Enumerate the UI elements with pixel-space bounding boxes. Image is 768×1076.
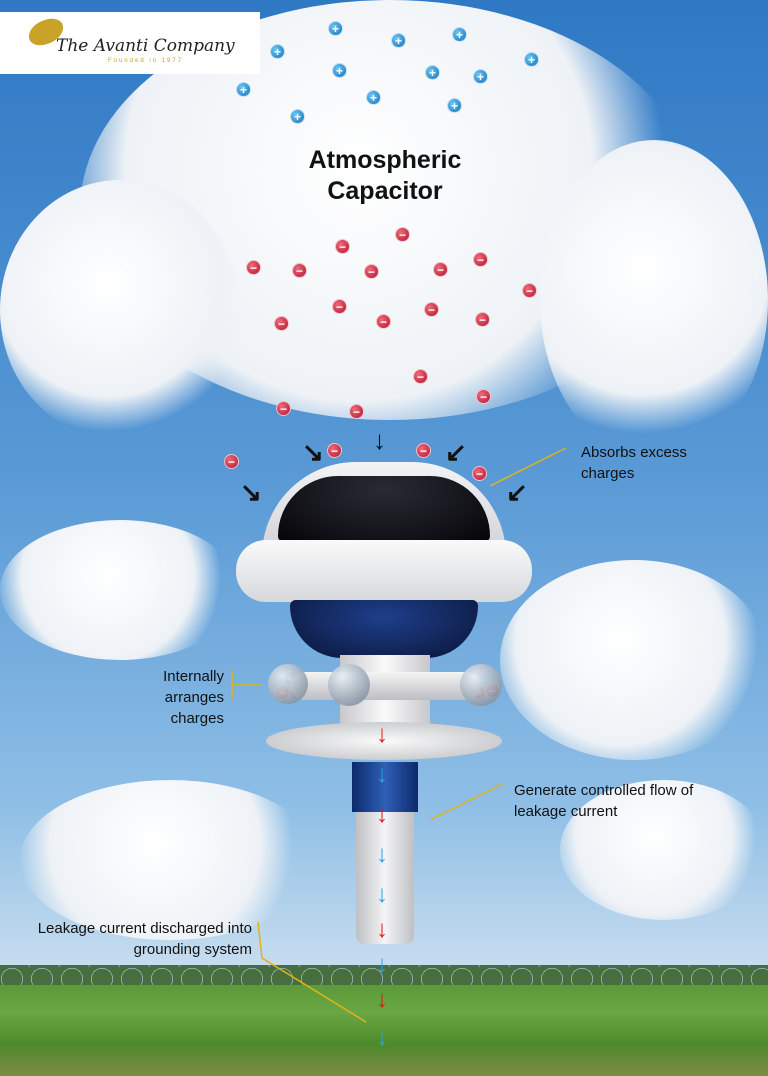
negative-charge-icon: − — [274, 316, 289, 331]
device-ring — [236, 540, 532, 602]
positive-charge-icon: + — [425, 65, 440, 80]
cloud — [0, 520, 240, 660]
leader-line-discharge — [257, 921, 367, 1023]
cloud — [500, 560, 768, 760]
device-blue-band — [352, 762, 418, 812]
label-generate: Generate controlled flow of leakage curr… — [514, 782, 694, 820]
negative-charge-icon: − — [413, 369, 428, 384]
positive-charge-icon: + — [366, 90, 381, 105]
inflow-arrow-icon: ↙ — [506, 477, 528, 507]
red-current-arrow-icon: ↓ — [376, 986, 388, 1013]
positive-charge-icon: + — [290, 109, 305, 124]
negative-charge-icon: − — [349, 404, 364, 419]
negative-charge-icon: − — [475, 312, 490, 327]
negative-charge-icon: − — [276, 401, 291, 416]
diagram-title: Atmospheric Capacitor — [308, 146, 462, 205]
device-arm — [290, 672, 480, 700]
label-discharge: Leakage current discharged into groundin… — [37, 920, 252, 958]
blue-current-arrow-icon: ↓ — [376, 951, 388, 978]
inflow-arrow-icon: ↘ — [240, 477, 262, 507]
cloud — [540, 140, 768, 460]
label-arranges: Internally arranges charges — [163, 668, 224, 727]
negative-charge-icon: − — [364, 264, 379, 279]
red-current-arrow-icon: ↓ — [376, 801, 388, 828]
device-lower-window — [290, 600, 478, 658]
positive-charge-icon: + — [236, 82, 251, 97]
negative-charge-icon: − — [473, 252, 488, 267]
positive-charge-icon: + — [524, 52, 539, 67]
negative-charge-icon: − — [433, 262, 448, 277]
company-logo: The Avanti Company Founded in 1977 — [0, 12, 260, 74]
negative-charge-icon: − — [472, 466, 487, 481]
cloud — [20, 780, 320, 940]
negative-charge-icon: − — [376, 314, 391, 329]
label-absorbs: Absorbs excess charges — [581, 444, 687, 482]
device-shaft — [356, 812, 414, 944]
negative-charge-icon: − — [395, 227, 410, 242]
charge-sphere-left — [268, 664, 308, 704]
positive-charge-icon: + — [270, 44, 285, 59]
positive-charge-icon: + — [452, 27, 467, 42]
inflow-arrow-icon: ↘ — [302, 437, 324, 467]
inflow-arrow-icon: ↙ — [445, 437, 467, 467]
device-dome-window — [278, 476, 490, 542]
negative-charge-icon: − — [424, 302, 439, 317]
positive-charge-icon: + — [447, 98, 462, 113]
device-disc — [266, 722, 502, 760]
positive-charge-icon: + — [328, 21, 343, 36]
positive-charge-icon: + — [332, 63, 347, 78]
charge-sphere-center — [328, 664, 370, 706]
blue-current-arrow-icon: ↓ — [376, 1024, 388, 1051]
negative-charge-icon: − — [416, 443, 431, 458]
logo-name: The Avanti Company — [56, 36, 235, 56]
negative-charge-icon: − — [522, 283, 537, 298]
positive-charge-icon: + — [391, 33, 406, 48]
negative-charge-icon: − — [476, 389, 491, 404]
red-current-arrow-icon: ↓ — [376, 721, 388, 748]
logo-tagline: Founded in 1977 — [108, 58, 184, 64]
grass-field — [0, 985, 768, 1076]
red-current-arrow-icon: ↓ — [376, 916, 388, 943]
negative-charge-icon: − — [335, 239, 350, 254]
cloud — [560, 780, 768, 920]
negative-charge-icon: − — [332, 299, 347, 314]
leader-line-generate — [429, 783, 503, 821]
positive-charge-icon: + — [473, 69, 488, 84]
blue-current-arrow-icon: ↓ — [376, 881, 388, 908]
leader-line-absorbs — [489, 447, 567, 487]
blue-current-arrow-icon: ↓ — [376, 841, 388, 868]
charge-sphere-right — [460, 664, 502, 706]
cloud — [0, 180, 240, 440]
negative-charge-icon: − — [224, 454, 239, 469]
inflow-arrow-icon: ↓ — [373, 425, 386, 455]
negative-charge-icon: − — [327, 443, 342, 458]
negative-charge-icon: − — [246, 260, 261, 275]
negative-charge-icon: − — [292, 263, 307, 278]
blue-current-arrow-icon: ↓ — [376, 761, 388, 788]
